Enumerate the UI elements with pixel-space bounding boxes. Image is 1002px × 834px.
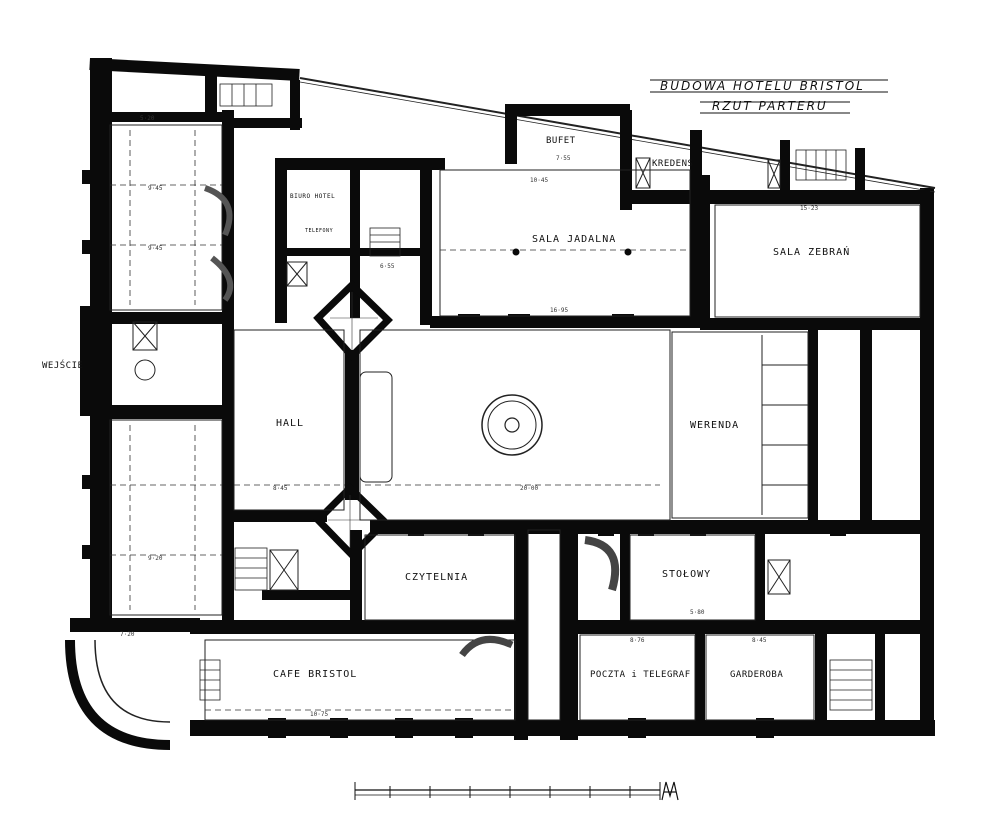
- title-block: BUDOWA HOTELU BRISTOL RZUT PARTERU: [650, 79, 888, 114]
- dim-label: 5·20: [140, 115, 155, 122]
- monogram-icon: [661, 781, 679, 801]
- room-label-stolowy: STOŁOWY: [662, 569, 711, 580]
- dim-label: 9·45: [148, 185, 163, 192]
- dim-label: 5·80: [690, 609, 705, 616]
- room-label-werenda: WERENDA: [690, 420, 739, 431]
- title-line1: BUDOWA HOTELU BRISTOL: [660, 79, 865, 93]
- dim-label: 8·45: [273, 485, 288, 492]
- north-facade-line: [299, 77, 936, 189]
- dim-label: 8·45: [752, 637, 767, 644]
- scale-bar: [354, 782, 661, 800]
- room-label-telefony: TELEFONY: [305, 228, 333, 234]
- facade-piers: [82, 170, 846, 738]
- dim-label: 16·95: [550, 307, 568, 314]
- dim-label: 7·20: [120, 631, 135, 638]
- octagon-vestibules: [313, 280, 393, 560]
- dimension-labels: 5·20 9·45 9·45 9·20 7·20 10·75 8·45 20·0…: [120, 115, 818, 718]
- dim-label: 10·45: [530, 177, 548, 184]
- room-label-sala-jadalna: SALA JADALNA: [532, 234, 616, 245]
- dim-label: 10·75: [310, 711, 328, 718]
- dim-label: 7·55: [556, 155, 571, 162]
- dim-label: 6·55: [380, 263, 395, 270]
- dining-columns: [512, 248, 632, 256]
- dim-label: 9·45: [148, 245, 163, 252]
- fountain: [481, 394, 543, 456]
- dim-label: 9·20: [148, 555, 163, 562]
- thin-lines: [109, 124, 921, 721]
- room-label-garderoba: GARDEROBA: [730, 670, 783, 680]
- room-label-cafe-bristol: CAFE BRISTOL: [273, 669, 357, 680]
- entrance-label: WEJŚCIE: [42, 359, 83, 371]
- corner-tower: [65, 639, 171, 750]
- room-label-czytelnia: CZYTELNIA: [405, 572, 468, 583]
- room-labels: BUFET KREDENS SALA JADALNA SALA ZEBRAŃ H…: [42, 136, 850, 680]
- room-label-hall: HALL: [276, 418, 304, 429]
- room-label-biuro: BIURO HOTEL: [290, 193, 335, 200]
- room-label-bufet: BUFET: [546, 136, 576, 146]
- werenda-grid: [761, 335, 809, 515]
- elevators: [132, 157, 791, 595]
- dim-label: 8·76: [630, 637, 645, 644]
- title-line2: RZUT PARTERU: [712, 99, 828, 113]
- dim-label: 20·00: [520, 485, 538, 492]
- dim-label: 15·23: [800, 205, 818, 212]
- room-label-kredens: KREDENS: [652, 159, 693, 169]
- room-label-poczta: POCZTA i TELEGRAF: [590, 670, 691, 680]
- room-label-sala-zebran: SALA ZEBRAŃ: [773, 245, 850, 258]
- stairs: [199, 83, 873, 711]
- dashed-lines: [110, 130, 690, 711]
